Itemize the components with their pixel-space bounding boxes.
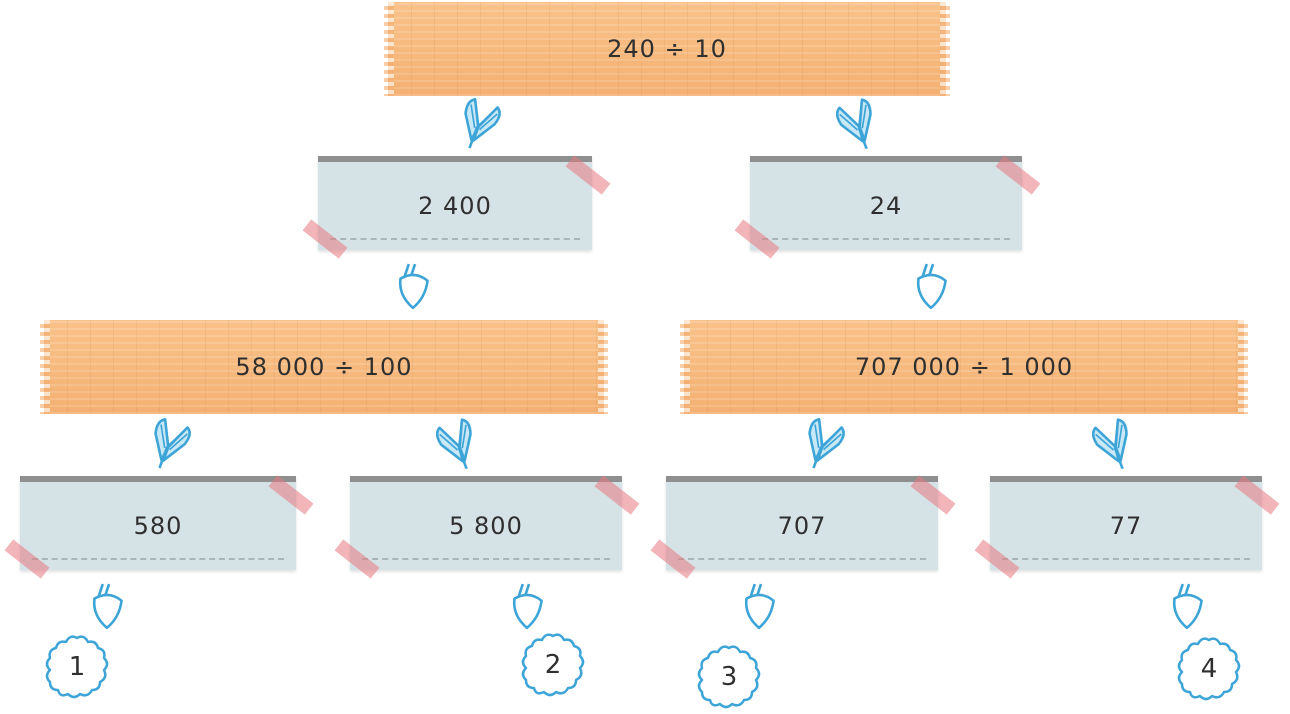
answer-card: 5 800 xyxy=(350,476,622,570)
badge-number: 3 xyxy=(720,662,738,692)
card-dashed-line xyxy=(362,558,610,560)
answer-badge-1: 1 xyxy=(44,634,110,700)
feather-arrow-icon xyxy=(436,416,482,474)
card-dashed-line xyxy=(762,238,1010,240)
card-value: 77 xyxy=(1109,512,1143,540)
badge-number: 4 xyxy=(1200,654,1218,684)
expression: 58 000 ÷ 100 xyxy=(235,353,413,381)
answer-card-right: 24 xyxy=(750,156,1022,250)
top-expression: 240 ÷ 10 xyxy=(607,35,727,63)
card-value: 707 xyxy=(777,512,827,540)
top-expression-board: 240 ÷ 10 xyxy=(384,2,950,96)
answer-badge-2: 2 xyxy=(520,632,586,698)
card-value: 24 xyxy=(869,192,903,220)
answer-card-left: 2 400 xyxy=(318,156,592,250)
card-value: 580 xyxy=(133,512,183,540)
answer-card: 580 xyxy=(20,476,296,570)
card-value: 2 400 xyxy=(418,192,492,220)
plug-icon xyxy=(744,582,775,630)
answer-badge-4: 4 xyxy=(1176,636,1242,702)
card-dashed-line xyxy=(330,238,580,240)
answer-card: 707 xyxy=(666,476,938,570)
feather-arrow-icon xyxy=(836,96,882,154)
answer-card: 77 xyxy=(990,476,1262,570)
feather-arrow-icon xyxy=(456,96,502,154)
feather-arrow-icon xyxy=(800,416,846,474)
feather-arrow-icon xyxy=(1092,416,1138,474)
plug-icon xyxy=(92,582,123,630)
card-dashed-line xyxy=(1002,558,1250,560)
plug-icon xyxy=(512,582,543,630)
plug-icon xyxy=(1172,582,1203,630)
expression: 707 000 ÷ 1 000 xyxy=(854,353,1074,381)
badge-number: 2 xyxy=(544,650,562,680)
expression-board-right: 707 000 ÷ 1 000 xyxy=(680,320,1248,414)
expression-board-left: 58 000 ÷ 100 xyxy=(40,320,608,414)
plug-icon xyxy=(916,262,947,310)
card-value: 5 800 xyxy=(449,512,523,540)
feather-arrow-icon xyxy=(146,416,192,474)
card-dashed-line xyxy=(32,558,284,560)
card-dashed-line xyxy=(678,558,926,560)
plug-icon xyxy=(398,262,429,310)
badge-number: 1 xyxy=(68,652,86,682)
answer-badge-3: 3 xyxy=(696,644,762,710)
